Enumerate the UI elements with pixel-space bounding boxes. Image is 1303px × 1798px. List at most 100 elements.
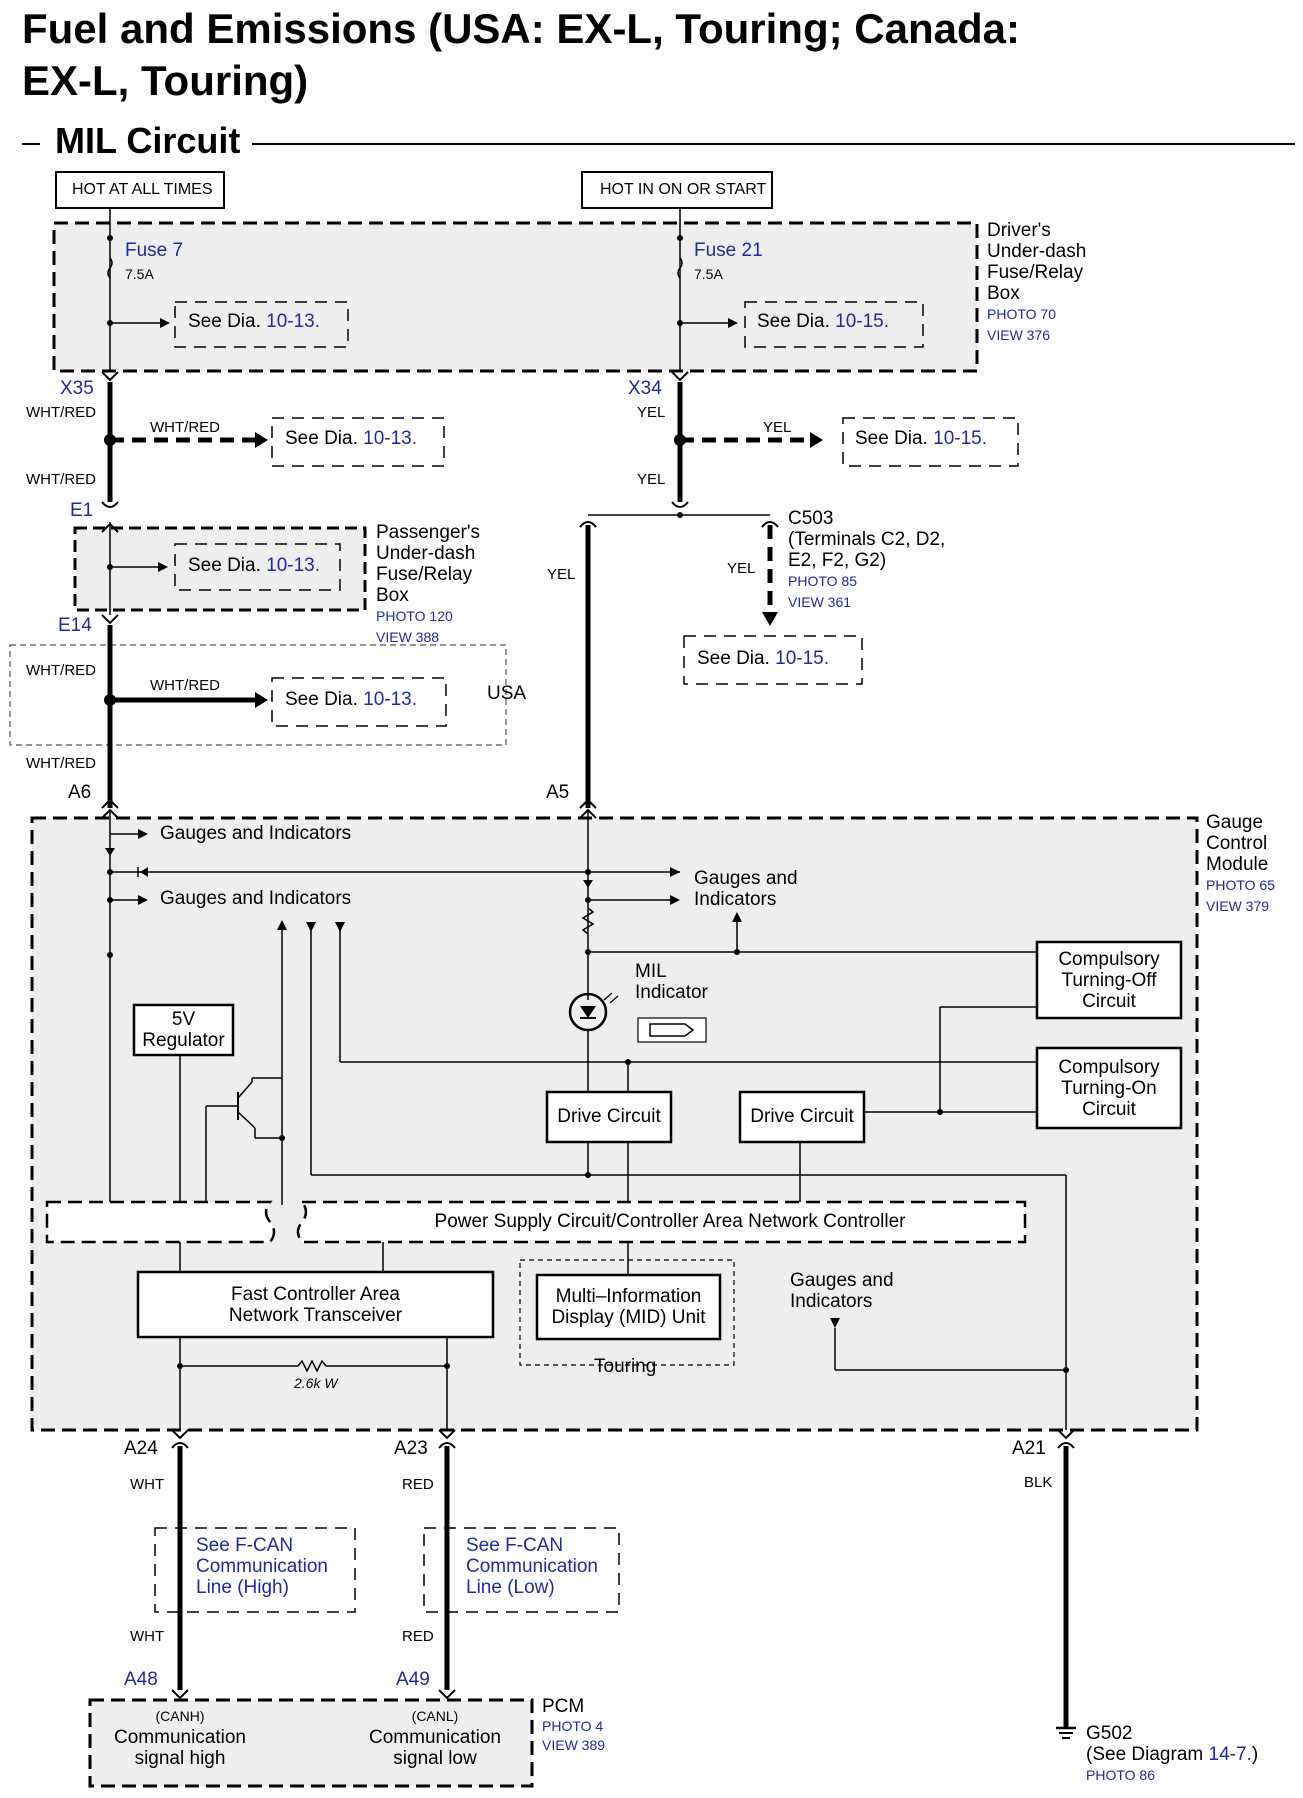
mid-unit-box: Multi–Information Display (MID) Unit [537, 1286, 720, 1328]
pin-e1: E1 [70, 500, 94, 521]
indicators-text: Indicators [790, 1291, 873, 1312]
c503-line1: C503 [788, 508, 834, 529]
diagram-link[interactable]: 10-13. [363, 428, 418, 449]
drivers-fuse-box-label: Driver's Under-dash Fuse/Relay Box PHOTO… [987, 220, 1086, 346]
gauge-control-module-label: Gauge Control Module PHOTO 65 VIEW 379 [1206, 812, 1275, 917]
see-dia-ref[interactable]: See Dia. 10-13. [188, 311, 320, 332]
drivers-box-line4: Box [987, 283, 1020, 304]
fuse-21-rating: 7.5A [694, 266, 723, 282]
fcan-low-line1: See F-CAN [466, 1535, 564, 1556]
wire-color-label: BLK [1024, 1474, 1053, 1491]
mil-indicator-label: MIL Indicator [635, 961, 708, 1003]
wire-color-label: RED [402, 1628, 434, 1645]
gcm-line1: Gauge [1206, 812, 1264, 833]
passenger-box-line2: Under-dash [376, 543, 476, 564]
gauges-and-text: Gauges and [790, 1270, 894, 1291]
pcm-canh-label: (CANH) [155, 1708, 205, 1724]
comp-off-line2: Turning-Off [1061, 970, 1157, 991]
drivers-box-view-link[interactable]: VIEW 376 [987, 327, 1051, 343]
wire-color-label: YEL [547, 566, 576, 583]
passengers-fuse-box-label: Passenger's Under-dash Fuse/Relay Box PH… [376, 522, 480, 648]
see-dia-ref[interactable]: See Dia. 10-13. [285, 428, 417, 449]
see-dia-text: See Dia. [697, 648, 770, 669]
wire-color-label: WHT/RED [150, 419, 220, 436]
see-dia-ref[interactable]: See Dia. 10-13. [188, 555, 320, 576]
pcm-canl-label: (CANL) [411, 1708, 459, 1724]
passenger-box-photo-link[interactable]: PHOTO 120 [376, 608, 453, 624]
diagram-link[interactable]: 10-13. [363, 689, 418, 710]
diagram-link[interactable]: 10-13. [266, 555, 321, 576]
pcm-name: PCM [542, 1696, 585, 1717]
fuse-7-label: Fuse 7 [125, 240, 184, 261]
wire-color-label: YEL [727, 560, 756, 577]
pin-x34: X34 [628, 378, 662, 399]
passenger-box-line1: Passenger's [376, 522, 480, 543]
resistor-value: 2.6k W [294, 1375, 338, 1391]
page-title-line1: Fuel and Emissions (USA: EX-L, Touring; … [22, 5, 1020, 52]
gcm-photo-link[interactable]: PHOTO 65 [1206, 877, 1275, 893]
pin-a21: A21 [1012, 1438, 1046, 1459]
fcan-high-line3: Line (High) [196, 1577, 289, 1598]
fcan-low-line3: Line (Low) [466, 1577, 555, 1598]
touring-variant-label: Touring [594, 1356, 657, 1377]
page-title-line2: EX-L, Touring) [22, 57, 309, 104]
usa-variant-label: USA [487, 683, 527, 704]
wire-color-label: WHT/RED [26, 662, 96, 679]
ground-icon [1058, 1726, 1078, 1742]
c503-photo-link[interactable]: PHOTO 85 [788, 573, 857, 589]
diagram-link[interactable]: 10-15. [775, 648, 830, 669]
wire-color-label: WHT/RED [150, 677, 220, 694]
drivers-box-line1: Driver's [987, 220, 1051, 241]
see-dia-text: See Dia. [188, 555, 261, 576]
diagram-link[interactable]: 14-7. [1208, 1744, 1252, 1765]
drive-circuit-box: Drive Circuit [557, 1106, 661, 1127]
mid-line2: Display (MID) Unit [551, 1307, 706, 1328]
g502-photo-link[interactable]: PHOTO 86 [1086, 1767, 1155, 1783]
fcan-high-link[interactable]: See F-CAN Communication Line (High) [196, 1535, 328, 1598]
pin-a5: A5 [546, 782, 570, 803]
pcm-canh-line2: signal high [134, 1748, 226, 1769]
g502-see-text: (See Diagram [1086, 1744, 1204, 1765]
see-dia-text: See Dia. [285, 689, 358, 710]
see-dia-text: See Dia. [285, 428, 358, 449]
see-dia-ref[interactable]: See Dia. 10-15. [855, 428, 987, 449]
comp-on-line2: Turning-On [1061, 1078, 1157, 1099]
g502-see-diagram: (See Diagram 14-7.) [1086, 1744, 1258, 1765]
see-dia-ref[interactable]: See Dia. 10-13. [285, 689, 417, 710]
fcan-low-link[interactable]: See F-CAN Communication Line (Low) [466, 1535, 598, 1598]
wire-color-label: RED [402, 1476, 434, 1493]
see-dia-ref[interactable]: See Dia. 10-15. [757, 311, 889, 332]
gcm-view-link[interactable]: VIEW 379 [1206, 898, 1270, 914]
c503-view-link[interactable]: VIEW 361 [788, 594, 852, 610]
mil-line1: MIL [635, 961, 667, 982]
passenger-box-view-link[interactable]: VIEW 388 [376, 629, 440, 645]
wire-color-label: YEL [763, 419, 792, 436]
pin-a6: A6 [68, 782, 92, 803]
diagram-link[interactable]: 10-13. [266, 311, 321, 332]
diagram-link[interactable]: 10-15. [933, 428, 988, 449]
power-hot-at-all-times: HOT AT ALL TIMES [72, 181, 213, 198]
pcm-canl-terminal: (CANL) Communication signal low [350, 1706, 520, 1769]
pin-x35: X35 [60, 378, 94, 399]
pcm-photo-link[interactable]: PHOTO 4 [542, 1718, 604, 1734]
diagram-link[interactable]: 10-15. [835, 311, 890, 332]
drivers-box-photo-link[interactable]: PHOTO 70 [987, 306, 1056, 322]
fcan-low-line2: Communication [466, 1556, 598, 1577]
gauges-indicators-label: Gauges and Indicators [694, 868, 798, 910]
wire-color-label: WHT/RED [26, 404, 96, 421]
pcm-canh-terminal: (CANH) Communication signal high [92, 1706, 268, 1769]
pin-a23: A23 [394, 1438, 428, 1459]
power-supply-can-controller-box: Power Supply Circuit/Controller Area Net… [434, 1211, 906, 1232]
see-dia-ref[interactable]: See Dia. 10-15. [697, 648, 829, 669]
compulsory-turning-on-circuit-box: Compulsory Turning-On Circuit [1037, 1057, 1181, 1120]
mid-line1: Multi–Information [555, 1286, 702, 1307]
wire-color-label: WHT/RED [26, 471, 96, 488]
mil-line2: Indicator [635, 982, 708, 1003]
g502-name: G502 [1086, 1723, 1133, 1744]
gauges-indicators-label: Gauges and Indicators [160, 888, 352, 909]
gauges-indicators-label: Gauges and Indicators [790, 1270, 894, 1312]
indicators-text: Indicators [694, 889, 777, 910]
check-engine-icon [638, 1018, 706, 1042]
pcm-view-link[interactable]: VIEW 389 [542, 1737, 606, 1753]
